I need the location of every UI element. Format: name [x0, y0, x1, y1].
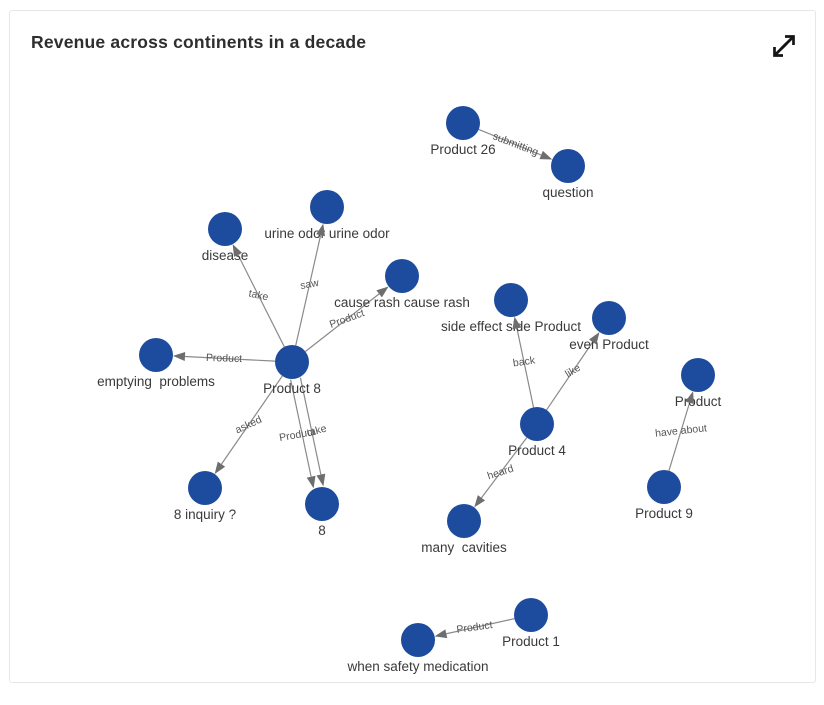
graph-edge[interactable] — [290, 379, 312, 477]
graph-node-product-4[interactable] — [520, 407, 554, 441]
graph-node-disease[interactable] — [208, 212, 242, 246]
chart-title: Revenue across continents in a decade — [31, 32, 367, 52]
graph-edge[interactable] — [478, 128, 542, 156]
graph-node-question[interactable] — [551, 149, 585, 183]
expand-icon — [773, 35, 795, 57]
expand-button[interactable] — [768, 30, 800, 62]
graph-node-product-9[interactable] — [647, 470, 681, 504]
graph-node-many-cavities[interactable] — [447, 504, 481, 538]
graph-node-even-product[interactable] — [592, 301, 626, 335]
graph-node-product-26[interactable] — [446, 106, 480, 140]
graph-node-emptying-problems[interactable] — [139, 338, 173, 372]
graph-edge[interactable] — [446, 618, 515, 635]
graph-node-side-effect[interactable] — [494, 283, 528, 317]
graph-node-product[interactable] — [681, 358, 715, 392]
chart-card: Revenue across continents in a decade — [9, 10, 816, 683]
graph-edge[interactable] — [237, 254, 285, 348]
graph-node-when-safety[interactable] — [401, 623, 435, 657]
graph-edge[interactable] — [295, 235, 322, 346]
graph-node-eight[interactable] — [305, 487, 339, 521]
graph-node-urine-odor[interactable] — [310, 190, 344, 224]
graph-edge[interactable] — [220, 375, 283, 465]
graph-edge[interactable] — [184, 355, 276, 362]
graph-edge[interactable] — [668, 402, 691, 471]
graph-edge[interactable] — [546, 341, 594, 411]
graph-node-product-8[interactable] — [275, 345, 309, 379]
graph-edge[interactable] — [305, 293, 380, 353]
graph-edge[interactable] — [299, 377, 322, 475]
graph-edge[interactable] — [516, 328, 535, 408]
graph-node-product-1[interactable] — [514, 598, 548, 632]
graph-node-inquiry-8[interactable] — [188, 471, 222, 505]
graph-node-cause-rash[interactable] — [385, 259, 419, 293]
graph-edge[interactable] — [480, 437, 528, 499]
